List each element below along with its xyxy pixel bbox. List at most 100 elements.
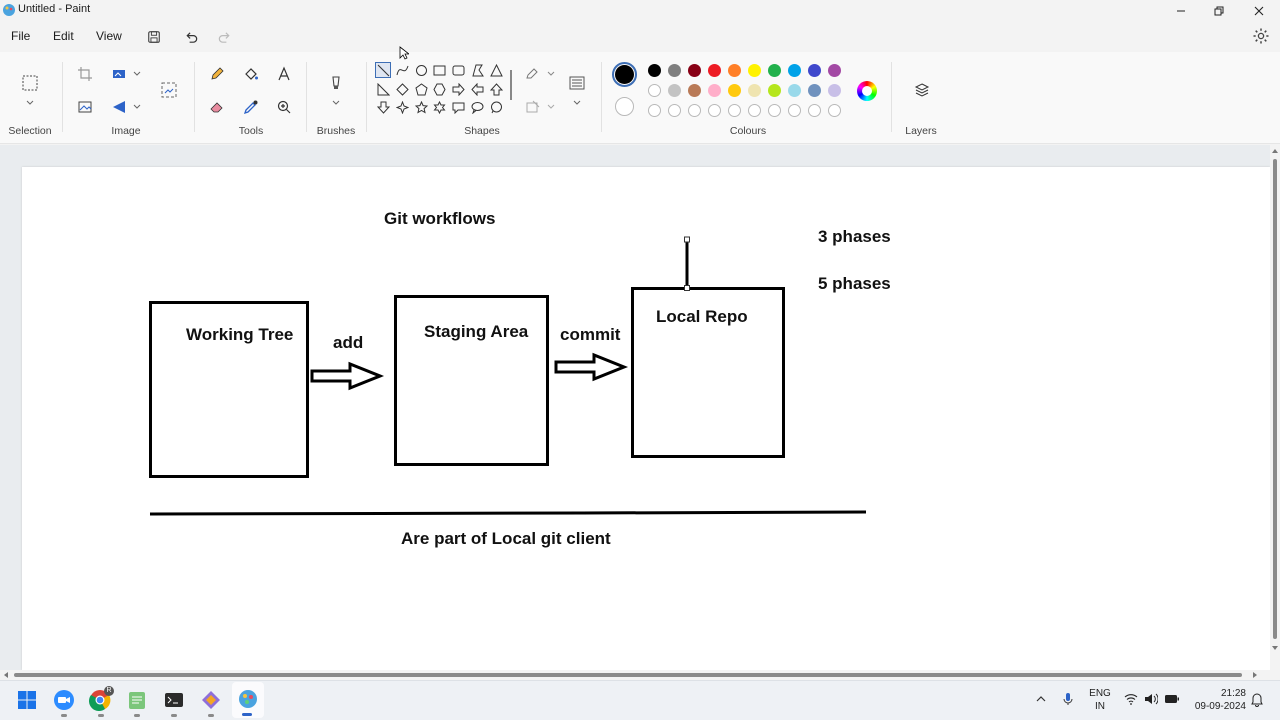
shapes-scrollbar[interactable]	[510, 70, 512, 100]
drawing-canvas[interactable]	[22, 167, 1270, 670]
colour-swatch[interactable]	[668, 64, 681, 77]
menu-view[interactable]: View	[96, 29, 122, 43]
colour-picker-button[interactable]	[240, 96, 262, 118]
horizontal-scrollbar[interactable]	[0, 670, 1270, 680]
colour-swatch[interactable]	[708, 84, 721, 97]
eraser-button[interactable]	[206, 96, 228, 118]
resize-button[interactable]	[108, 63, 130, 85]
right-arrow-shape[interactable]	[450, 81, 466, 97]
line-size-button[interactable]	[566, 72, 588, 94]
paint-app-button[interactable]	[236, 687, 260, 711]
chevron-down-icon[interactable]	[573, 100, 581, 106]
colour-swatch[interactable]	[748, 84, 761, 97]
chevron-down-icon[interactable]	[133, 104, 141, 110]
outline-button[interactable]	[522, 63, 544, 85]
fill-style-button[interactable]	[522, 96, 544, 118]
colour-swatch[interactable]	[648, 64, 661, 77]
custom-colour-slot[interactable]	[748, 104, 761, 117]
custom-colour-slot[interactable]	[728, 104, 741, 117]
colour-swatch[interactable]	[788, 84, 801, 97]
cloud-callout-shape[interactable]	[488, 99, 504, 115]
language-region[interactable]: IN	[1095, 701, 1105, 712]
colour-swatch[interactable]	[688, 84, 701, 97]
polygon-shape[interactable]	[469, 62, 485, 78]
redo-button[interactable]	[215, 28, 233, 46]
colour-swatch[interactable]	[808, 64, 821, 77]
line-shape[interactable]	[375, 62, 391, 78]
chevron-down-icon[interactable]	[547, 71, 555, 77]
save-button[interactable]	[145, 28, 163, 46]
fill-button[interactable]	[240, 63, 262, 85]
chevron-down-icon[interactable]	[547, 104, 555, 110]
undo-button[interactable]	[182, 28, 200, 46]
colour-2-swatch[interactable]	[615, 97, 634, 116]
wifi-icon[interactable]	[1124, 693, 1138, 705]
brushes-button[interactable]	[325, 72, 347, 94]
colour-swatch[interactable]	[828, 84, 841, 97]
rounded-rectangle-shape[interactable]	[450, 62, 466, 78]
text-button[interactable]	[273, 63, 295, 85]
scroll-down-icon[interactable]	[1272, 645, 1278, 651]
settings-gear-icon[interactable]	[1252, 27, 1270, 45]
active-colour[interactable]	[612, 62, 637, 87]
magnifier-button[interactable]	[273, 96, 295, 118]
menu-file[interactable]: File	[11, 29, 31, 43]
chrome-app-button[interactable]	[88, 688, 112, 712]
custom-colour-slot[interactable]	[768, 104, 781, 117]
pentagon-shape[interactable]	[413, 81, 429, 97]
scroll-right-icon[interactable]	[1252, 672, 1258, 678]
four-point-star-shape[interactable]	[394, 99, 410, 115]
git-app-button[interactable]	[199, 688, 223, 712]
colour-swatch[interactable]	[668, 84, 681, 97]
horizontal-scroll-thumb[interactable]	[14, 673, 1242, 677]
colour-swatch[interactable]	[728, 64, 741, 77]
colour-swatch[interactable]	[808, 84, 821, 97]
vertical-scrollbar[interactable]	[1270, 145, 1280, 673]
pencil-button[interactable]	[206, 63, 228, 85]
up-arrow-shape[interactable]	[488, 81, 504, 97]
scroll-left-icon[interactable]	[3, 672, 9, 678]
colour-swatch[interactable]	[708, 64, 721, 77]
triangle-shape[interactable]	[488, 62, 504, 78]
colour-swatch[interactable]	[648, 84, 661, 97]
oval-callout-shape[interactable]	[469, 99, 485, 115]
microphone-icon[interactable]	[1063, 692, 1073, 706]
rotate-button[interactable]	[108, 96, 130, 118]
chevron-up-icon[interactable]	[1036, 695, 1046, 703]
notification-bell-icon[interactable]	[1251, 693, 1263, 707]
scroll-up-icon[interactable]	[1272, 148, 1278, 154]
notepad-app-button[interactable]	[125, 688, 149, 712]
chevron-down-icon[interactable]	[332, 100, 340, 106]
curve-shape[interactable]	[394, 62, 410, 78]
right-triangle-shape[interactable]	[375, 81, 391, 97]
image-select-button[interactable]	[158, 79, 180, 101]
left-arrow-shape[interactable]	[469, 81, 485, 97]
clock-date[interactable]: 09-09-2024	[1194, 701, 1246, 712]
six-point-star-shape[interactable]	[431, 99, 447, 115]
rectangle-shape[interactable]	[431, 62, 447, 78]
colour-swatch[interactable]	[748, 64, 761, 77]
custom-colour-slot[interactable]	[828, 104, 841, 117]
edit-colours-button[interactable]	[857, 81, 877, 101]
colour-swatch[interactable]	[768, 64, 781, 77]
layers-button[interactable]	[911, 79, 933, 101]
language-code[interactable]: ENG	[1089, 688, 1111, 699]
colour-swatch[interactable]	[828, 64, 841, 77]
start-button[interactable]	[15, 688, 39, 712]
chevron-down-icon[interactable]	[26, 100, 34, 106]
select-button[interactable]	[19, 72, 41, 94]
custom-colour-slot[interactable]	[648, 104, 661, 117]
volume-icon[interactable]	[1144, 693, 1158, 705]
zoom-app-button[interactable]	[52, 688, 76, 712]
custom-colour-slot[interactable]	[688, 104, 701, 117]
down-arrow-shape[interactable]	[375, 99, 391, 115]
battery-icon[interactable]	[1164, 693, 1180, 705]
rectangular-callout-shape[interactable]	[450, 99, 466, 115]
custom-colour-slot[interactable]	[808, 104, 821, 117]
diamond-shape[interactable]	[394, 81, 410, 97]
chevron-down-icon[interactable]	[133, 71, 141, 77]
vertical-scroll-thumb[interactable]	[1273, 159, 1277, 639]
restore-button[interactable]	[1200, 0, 1238, 22]
colour-swatch[interactable]	[728, 84, 741, 97]
close-button[interactable]	[1240, 0, 1278, 22]
